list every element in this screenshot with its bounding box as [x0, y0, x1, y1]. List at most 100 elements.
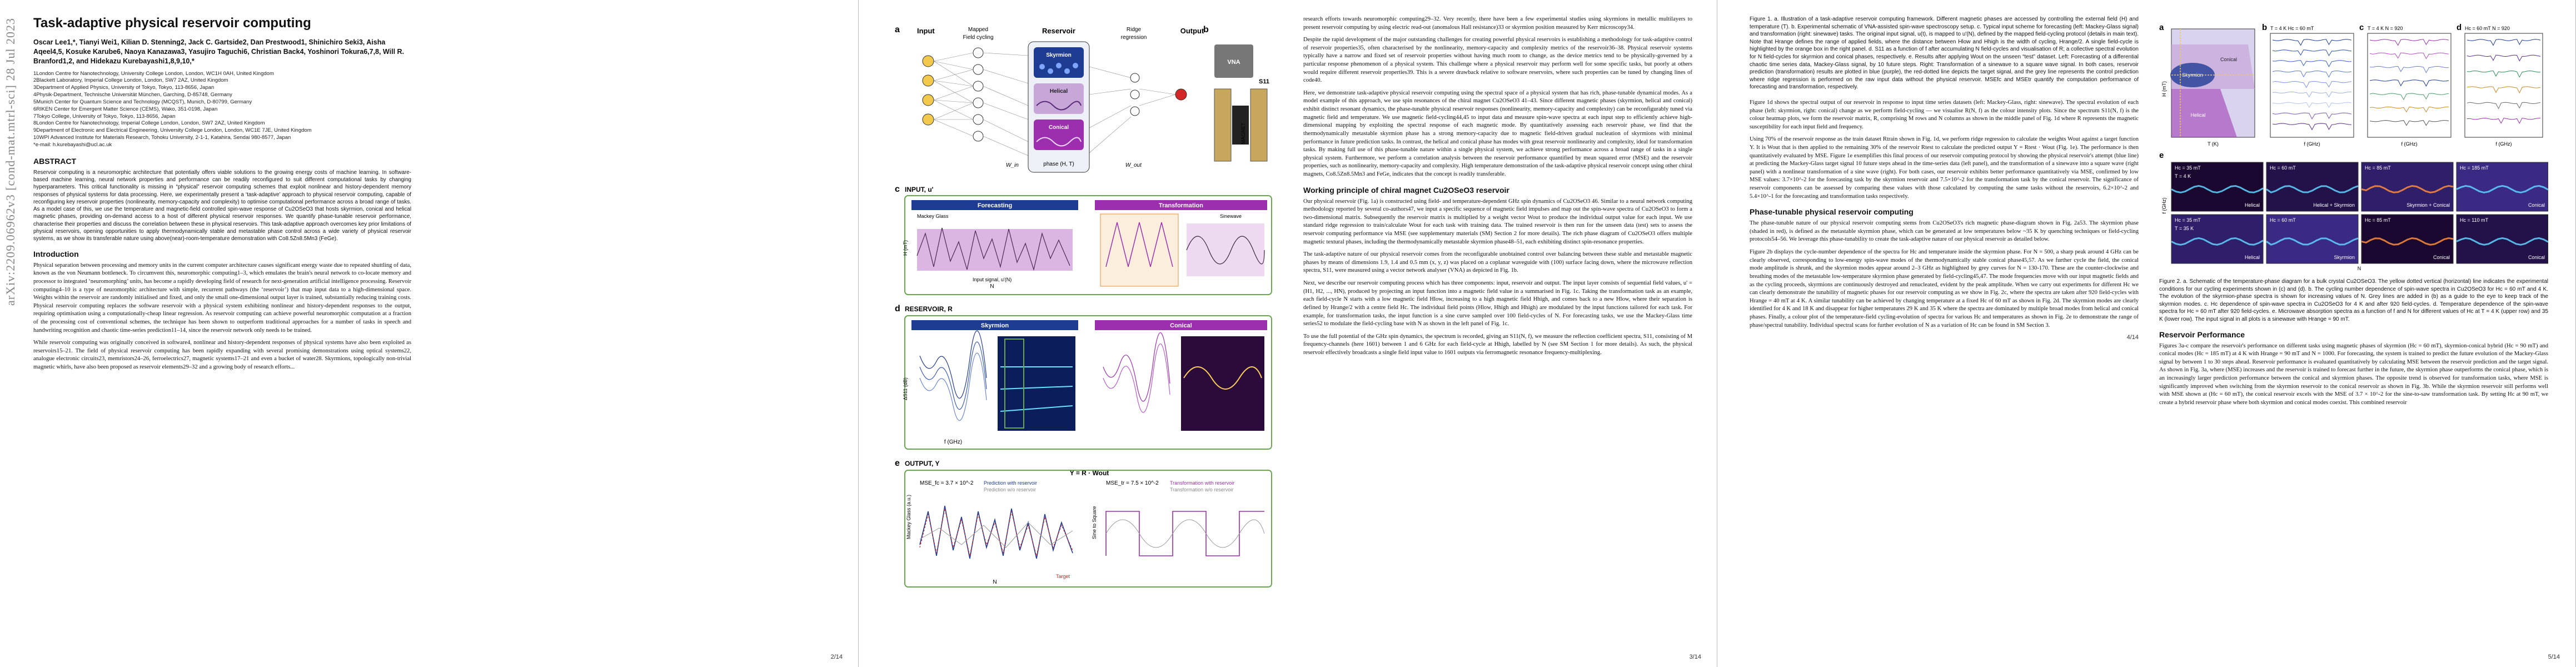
fig1a-output-label: Output: [1180, 27, 1204, 35]
fig2e-xlabel: N: [2358, 266, 2361, 271]
fig1c-sine-label: Sinewave: [1220, 213, 1242, 219]
fig2a-ylabel: H (mT): [2161, 81, 2167, 97]
fig1d-skyrmion-spectra: [919, 330, 987, 421]
fig1d-skyrmion-banner: [911, 320, 1078, 330]
fig2c-frame: [2367, 33, 2452, 138]
body-paragraph: The task-adaptive nature of our physical…: [1303, 251, 1692, 274]
fig1e-forecast-curve: [919, 505, 1073, 559]
panel-a-label: a: [895, 25, 900, 34]
fig2e-phase-label: Conical: [2433, 255, 2450, 260]
fig2e-heatmap-cell: [2171, 214, 2264, 264]
fig1e-legend-left-1: Prediction w/o reservoir: [984, 487, 1036, 492]
spectrum-line: [2369, 120, 2449, 126]
fig1e-equation: Y = R · Wout: [1070, 469, 1109, 477]
panel-d-label: d: [895, 304, 900, 313]
affiliation-item: 2Blackett Laboratory, Imperial College L…: [33, 77, 228, 84]
fig1a-reservoir-label: Reservoir: [1042, 27, 1075, 35]
fig1a-skyrmion-tile: [1034, 47, 1084, 78]
fig1c-input-band: [917, 229, 1073, 271]
body-paragraph: To use the full potential of the GHz spi…: [1303, 333, 1692, 356]
fig2e-hc-label: Hc = 110 mT: [2460, 217, 2489, 223]
fig2e-phase-label: Conical: [2528, 202, 2545, 208]
spectrum-line: [2467, 54, 2541, 62]
fig1e-frame: [904, 470, 1272, 588]
fig2e-temperature-label: T = 35 K: [2175, 226, 2194, 231]
fig1b-magnet-right: [1250, 88, 1268, 162]
fig1d-conical-label: Conical: [1170, 322, 1192, 329]
fig1d-frame: [904, 315, 1272, 450]
body-paragraph: research efforts towards neuromorphic co…: [1303, 16, 1692, 31]
fig1e-transform-curve: [1105, 511, 1264, 556]
figure-1: a Input Mapped Field cycling Reservoir R…: [895, 22, 1284, 639]
spectrum-line: [2272, 39, 2352, 46]
fig2e-phase-label: Helical: [2245, 202, 2260, 208]
affiliation-item: *e-mail: h.kurebayashi@ucl.ac.uk: [33, 141, 112, 148]
abstract-heading: ABSTRACT: [33, 156, 76, 166]
fig2b-title: T = 4 K Hc = 60 mT: [2270, 26, 2314, 31]
fig1a-skyrmion-label: Skyrmion: [1046, 52, 1072, 58]
fig1a-conical-tile: [1034, 120, 1084, 150]
fig1e-title: OUTPUT, Y: [905, 460, 939, 467]
fig1c-xlabel: N: [990, 283, 994, 290]
fig2e-phase-label: Conical: [2528, 255, 2545, 260]
paper-title: Task-adaptive physical reservoir computi…: [33, 16, 311, 31]
fig1d-conical-banner: [1095, 320, 1267, 330]
fig2d-frame: [2464, 33, 2543, 138]
fig1c-frame: [904, 195, 1272, 295]
fig2a-helical-region: [2171, 89, 2237, 137]
fig1e-ylabel-left: Mackey Glass (a.u.): [906, 495, 911, 539]
fig1d-ylabel: ΔS11 (dB): [903, 377, 908, 400]
affiliation-item: 8London Centre for Nanotechnology, Imper…: [33, 120, 265, 127]
spectrum-line: [2467, 86, 2541, 94]
body-paragraph: Next, we describe our reservoir computin…: [1303, 280, 1692, 327]
fig2e-hc-label: Hc = 185 mT: [2460, 165, 2489, 171]
fig1e-forecast-control: [919, 522, 1073, 548]
abstract-text: Reservoir computing is a neuromorphic ar…: [33, 169, 411, 242]
spectrum-line: [2272, 91, 2352, 98]
fig1a-input-label: Input: [917, 27, 935, 35]
fig1b-vna-label: VNA: [1227, 59, 1240, 66]
fig2e-hc-label: Hc = 85 mT: [2365, 165, 2391, 171]
panel-b-label: b: [1203, 25, 1209, 34]
fig2c-spectra: [2369, 39, 2449, 126]
body-paragraph: Figures 3a-c compare the reservoir's per…: [2159, 342, 2548, 406]
body-paragraph: Using 70% of the reservoir response as t…: [1750, 136, 2139, 200]
panel-a-label: a: [2159, 23, 2164, 32]
affiliation-item: 7Tokyo College, University of Tokyo, Tok…: [33, 113, 176, 120]
spectrum-line: [2272, 112, 2352, 120]
fig1a-ridge-node: [1130, 89, 1140, 99]
fig2d-title: Hc = 60 mT N = 920: [2465, 26, 2510, 31]
panel-c-label: c: [2359, 23, 2364, 32]
fig2e-mode-band: [2361, 185, 2454, 193]
fig1d-conical-modes: [1183, 366, 1262, 390]
arxiv-stamp: arXiv:2209.06962v3 [cond-mat.mtrl-sci] 2…: [3, 17, 18, 306]
fig2e-mode-band: [2266, 237, 2359, 246]
spectrum-line: [2467, 102, 2541, 109]
spectrum-line: [2272, 102, 2352, 108]
fig1e-mse-left: MSE_fc = 3.7 × 10^-2: [920, 480, 974, 486]
spectrum-line: [2272, 60, 2352, 67]
page3-right-column: Figure 2. a. Schematic of the temperatur…: [2159, 278, 2548, 411]
figure-2-graphic: a Skyrmion Conical Helical T (K) H (mT) …: [2159, 23, 2549, 271]
figure-2-caption: Figure 2. a. Schematic of the temperatur…: [2159, 278, 2548, 322]
fig2e-phase-label: Helical + Skyrmion: [2313, 202, 2355, 208]
affiliation-item: 10WPI Advanced Institute for Materials R…: [33, 134, 291, 141]
fig1d-conical-spectra: [1103, 332, 1170, 413]
spectrum-line: [2467, 117, 2541, 124]
page-number: 3/14: [1689, 654, 1701, 660]
fig1e-transform-control: [1105, 519, 1265, 548]
fig2d-xlabel: f (GHz): [2496, 141, 2512, 147]
fig2e-temperature-label: T = 4 K: [2175, 173, 2191, 179]
fig1a-win-label: W_in: [1006, 162, 1019, 168]
fig2e-hc-label: Hc = 35 mT: [2175, 165, 2201, 171]
fig1a-mapped-label: Mapped: [968, 27, 988, 33]
body-paragraph: Here, we demonstrate task-adaptive physi…: [1303, 89, 1692, 177]
fig1c-mackey-label: Mackey Glass: [917, 213, 949, 219]
fig1c-ylabel: H (mT): [903, 240, 908, 256]
page1-left-column: Task-adaptive physical reservoir computi…: [33, 16, 411, 376]
fig1b-magnet-label: MAGNET: [1240, 122, 1246, 144]
fig2e-hc-label: Hc = 35 mT: [2175, 217, 2201, 223]
affiliation-item: 5Munich Center for Quantum Science and T…: [33, 98, 252, 105]
fig1a-connections: [933, 52, 1176, 156]
